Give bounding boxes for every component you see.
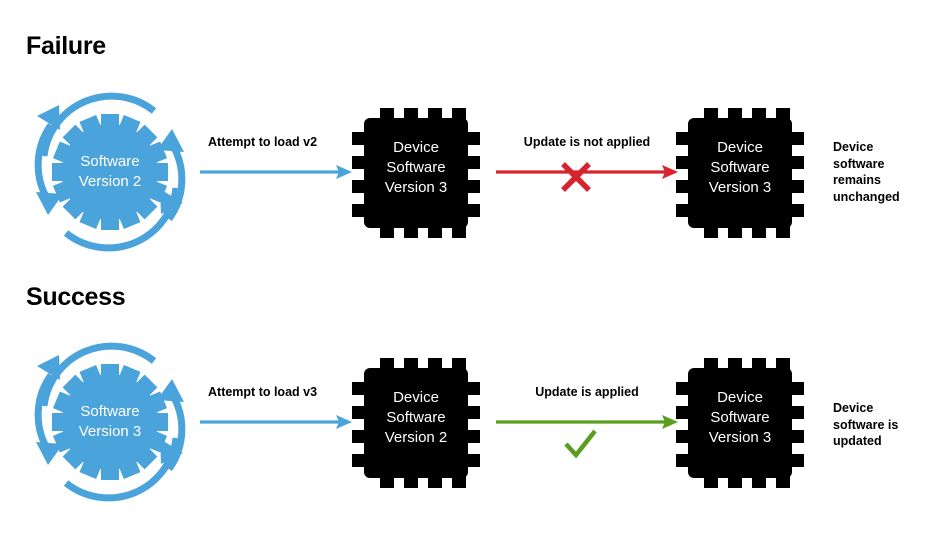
device-chip-failure-before: Device Software Version 3: [352, 108, 480, 238]
check-mark-icon: [564, 429, 597, 459]
device-chip-success-after: Device Software Version 3: [676, 358, 804, 488]
gear-refresh-icon: [34, 342, 186, 502]
microchip-icon: [676, 358, 804, 488]
device-chip-failure-after: Device Software Version 3: [676, 108, 804, 238]
side-note-success: Device software is updated: [833, 401, 899, 448]
arrow-line-load-success: [200, 411, 352, 433]
update-arrow-caption-failure: Update is not applied: [523, 135, 651, 149]
arrow-right-icon: [200, 165, 352, 179]
update-arrow-success: Update is applied: [496, 385, 678, 433]
update-arrow-caption-success: Update is applied: [535, 385, 639, 399]
status-mark-failure: [556, 157, 596, 197]
device-chip-success-before: Device Software Version 2: [352, 358, 480, 488]
section-title-failure: Failure: [26, 32, 106, 60]
arrow-line-load-failure: [200, 161, 352, 183]
load-arrow-caption-failure: Attempt to load v2: [208, 135, 318, 149]
side-note-failure: Device software remains unchanged: [833, 140, 900, 204]
microchip-icon: [352, 358, 480, 488]
load-arrow-failure: Attempt to load v2: [200, 135, 352, 183]
arrow-right-icon: [200, 415, 352, 429]
load-arrow-success: Attempt to load v3: [200, 385, 352, 433]
gear-refresh-icon: [34, 92, 186, 252]
arrow-line-update-success: [496, 411, 678, 433]
cross-x-icon: [561, 162, 591, 192]
arrow-right-icon: [496, 415, 678, 429]
microchip-icon: [676, 108, 804, 238]
load-arrow-caption-success: Attempt to load v3: [208, 385, 318, 399]
section-title-success: Success: [26, 283, 126, 311]
microchip-icon: [352, 108, 480, 238]
status-mark-success: [560, 425, 600, 465]
gear-refresh-success: Software Version 3: [20, 332, 200, 512]
gear-refresh-failure: Software Version 2: [20, 82, 200, 262]
